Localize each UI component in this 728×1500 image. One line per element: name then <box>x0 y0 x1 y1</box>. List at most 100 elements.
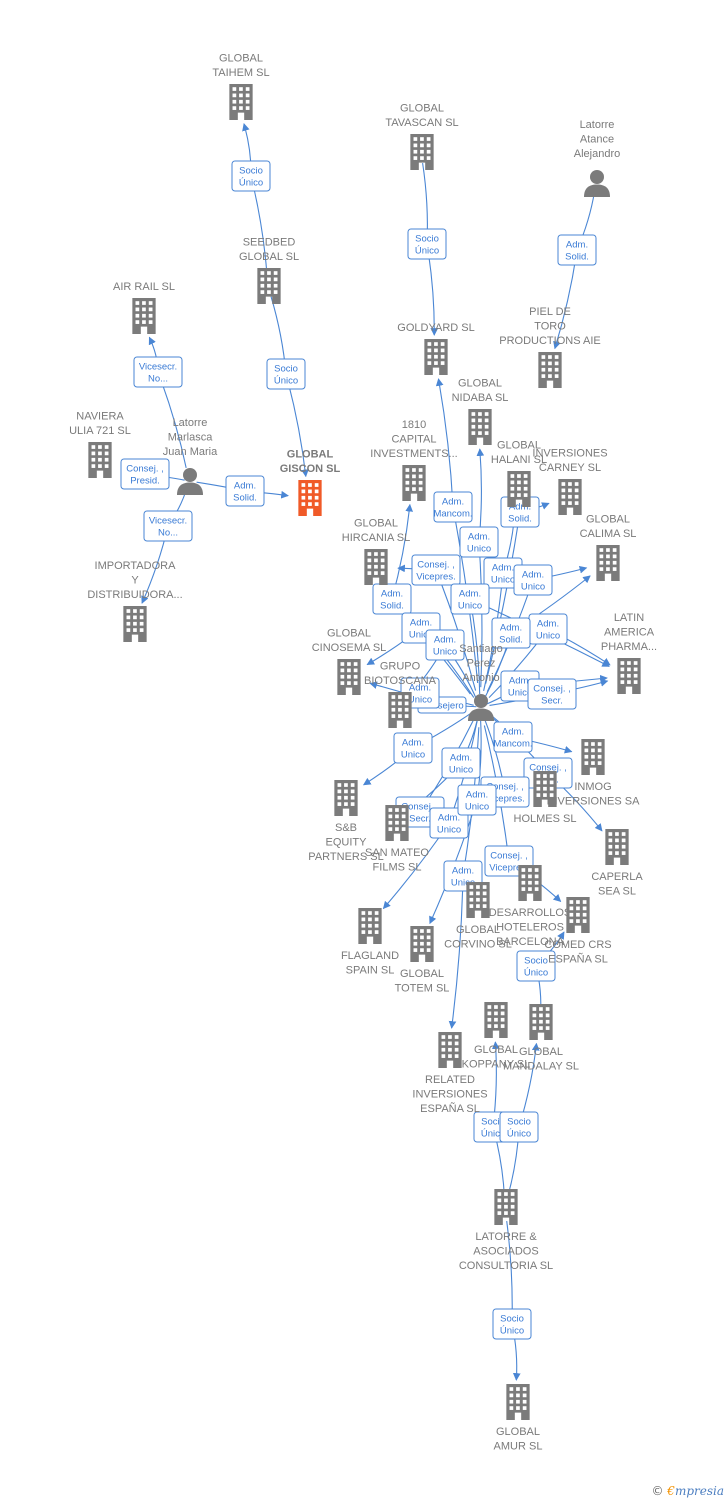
building-icon <box>529 1004 553 1040</box>
edge-label-text: Vicepres. <box>416 572 455 583</box>
edge-label[interactable]: Adm.Unico <box>425 629 465 661</box>
edge-label-box <box>513 564 553 596</box>
node-goldyard[interactable]: GOLDYARD SL <box>397 322 475 375</box>
edge-label-text: Secr. <box>541 696 563 707</box>
edge-label-text: Unico <box>451 878 475 889</box>
node-label: KOPPANY SL <box>462 1059 531 1071</box>
edge-label-text: Consej. , <box>126 464 164 475</box>
node-label: Marlasca <box>168 432 214 444</box>
node-label: FILMS SL <box>373 862 422 874</box>
node-importadora[interactable]: IMPORTADORAYDISTRIBUIDORA... <box>87 560 183 642</box>
edge-label[interactable]: Vicesecr.No... <box>133 356 183 388</box>
edge-label[interactable]: Adm.Solid. <box>225 475 265 507</box>
person-icon <box>468 694 494 721</box>
edge-label[interactable]: Adm.Unico <box>429 807 469 839</box>
edge-label-text: Adm. <box>509 676 531 687</box>
empresia-logo[interactable]: €mpresia <box>667 1484 724 1498</box>
edge-label[interactable]: Adm.Unico <box>528 613 568 645</box>
edge-label[interactable]: Adm.Unico <box>393 732 433 764</box>
edge-label-text: Unico <box>433 647 457 658</box>
node-airrail[interactable]: AIR RAIL SL <box>113 281 175 334</box>
edge-label[interactable]: Adm.Unico <box>459 526 499 558</box>
building-icon <box>364 549 388 585</box>
edge-label-box <box>225 475 265 507</box>
node-latam[interactable]: LATINAMERICAPHARMA... <box>601 612 657 694</box>
edge-label-text: Vicesecr. <box>149 516 187 527</box>
person-icon <box>584 170 610 197</box>
edge-label[interactable]: Adm.Unico <box>450 583 490 615</box>
node-label: S&B <box>335 822 357 834</box>
edge-label-text: Único <box>500 1326 524 1337</box>
edge-label[interactable]: Adm.Solid. <box>491 617 531 649</box>
edge-label-text: Socio <box>500 1314 524 1325</box>
edge-label[interactable]: Adm.Solid. <box>557 234 597 266</box>
edge-line <box>485 511 521 684</box>
edge-label[interactable]: Adm.Mancom. <box>493 721 533 753</box>
node-capital1810[interactable]: 1810CAPITALINVESTMENTS... <box>370 419 458 501</box>
node-holmes[interactable]: HOLMES SL <box>514 771 577 825</box>
edge-label[interactable]: Adm.Solid. <box>500 496 540 528</box>
node-label: CALIMA SL <box>580 528 637 540</box>
edge-label[interactable]: Adm.Unico <box>457 784 497 816</box>
building-icon <box>410 134 434 170</box>
edge-label-box <box>493 721 533 753</box>
edge-label-text: Solid. <box>499 635 523 646</box>
edge-label[interactable]: Adm.Unico <box>483 557 523 589</box>
edge-label-text: Unico <box>401 750 425 761</box>
edge-label[interactable]: Consej. ,Presid. <box>120 458 170 490</box>
node-label: LATORRE & <box>475 1231 537 1243</box>
edge-label[interactable]: Adm.Unico <box>441 747 481 779</box>
edge-label-box <box>231 160 271 192</box>
edge-label[interactable]: Adm.Solid. <box>372 583 412 615</box>
building-icon <box>424 339 448 375</box>
building-icon <box>605 829 629 865</box>
edge-label[interactable]: Adm.Unico <box>513 564 553 596</box>
edge-label[interactable]: Vicesecr.No... <box>143 510 193 542</box>
node-label: GLOBAL <box>496 1426 540 1438</box>
node-label: INVERSIONES <box>532 448 607 460</box>
node-label: HIRCANIA SL <box>342 532 410 544</box>
edge-label[interactable]: Consej. ,Secr. <box>527 678 577 710</box>
edge-label-text: Unico <box>465 802 489 813</box>
node-label: PARTNERS SL <box>308 851 383 863</box>
node-label: GLOBAL <box>497 440 541 452</box>
edge-label[interactable]: Adm.Mancom. <box>433 491 473 523</box>
edge-label[interactable]: Consej. ,Vicepres. <box>411 554 461 586</box>
